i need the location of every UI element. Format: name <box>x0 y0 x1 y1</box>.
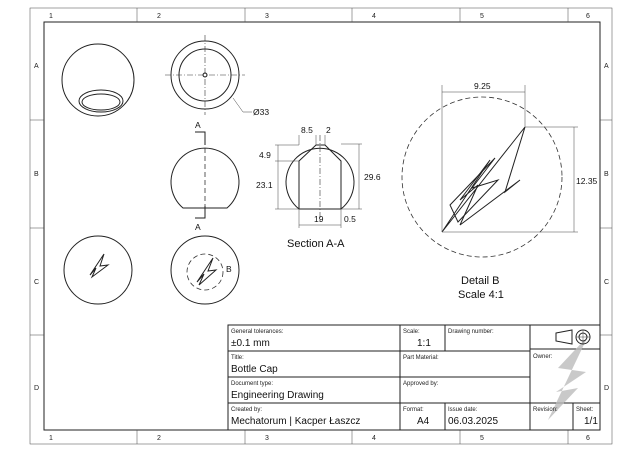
svg-text:Scale:: Scale: <box>403 329 420 335</box>
top-view: Ø33 <box>165 35 269 117</box>
svg-text:A: A <box>34 63 39 70</box>
svg-text:General tolerances:: General tolerances: <box>231 329 284 335</box>
svg-text:B: B <box>226 264 232 274</box>
svg-text:1: 1 <box>49 435 53 442</box>
tolerances-value: ±0.1 mm <box>231 338 270 349</box>
svg-text:4: 4 <box>372 13 376 20</box>
svg-text:Document type:: Document type: <box>231 381 273 387</box>
svg-text:4: 4 <box>372 435 376 442</box>
svg-text:3: 3 <box>265 13 269 20</box>
svg-text:A: A <box>195 120 201 130</box>
format-value: A4 <box>417 416 430 427</box>
svg-text:A: A <box>195 222 201 232</box>
svg-text:Owner:: Owner: <box>533 354 553 360</box>
svg-text:6: 6 <box>586 435 590 442</box>
svg-text:C: C <box>34 279 39 286</box>
svg-text:12.35: 12.35 <box>576 176 598 186</box>
svg-text:Detail B: Detail B <box>461 275 500 287</box>
scale-value: 1:1 <box>417 338 431 349</box>
svg-text:B: B <box>604 171 609 178</box>
sheet-value: 1/1 <box>584 416 598 427</box>
diameter-dimension: Ø33 <box>253 107 269 117</box>
bottom-view <box>63 235 133 305</box>
title-value: Bottle Cap <box>231 364 278 375</box>
svg-text:Part Material:: Part Material: <box>403 355 439 361</box>
svg-text:2: 2 <box>157 435 161 442</box>
svg-text:Issue date:: Issue date: <box>448 407 478 413</box>
title-block: General tolerances: ±0.1 mm Scale: 1:1 D… <box>227 324 601 431</box>
svg-text:D: D <box>34 385 39 392</box>
svg-text:D: D <box>604 385 609 392</box>
column-labels: 1 2 3 4 5 6 1 2 3 4 5 6 <box>49 13 590 442</box>
detail-view: 9.25 12.35 Detail B Scale 4:1 <box>401 81 598 301</box>
svg-text:B: B <box>34 171 39 178</box>
projection-symbol-icon <box>555 329 591 345</box>
svg-text:6: 6 <box>586 13 590 20</box>
svg-text:Title:: Title: <box>231 355 244 361</box>
svg-text:Format:: Format: <box>403 407 424 413</box>
inner-frame <box>43 21 601 431</box>
isometric-view <box>61 43 135 117</box>
svg-text:19: 19 <box>314 214 324 224</box>
svg-text:Drawing number:: Drawing number: <box>448 329 494 335</box>
svg-text:Revision:: Revision: <box>533 407 558 413</box>
svg-text:0.5: 0.5 <box>344 214 356 224</box>
svg-text:5: 5 <box>480 435 484 442</box>
svg-text:9.25: 9.25 <box>474 81 491 91</box>
svg-text:5: 5 <box>480 13 484 20</box>
side-view: A A <box>170 120 240 232</box>
svg-text:29.6: 29.6 <box>364 172 381 182</box>
section-title: Section A-A <box>287 238 345 250</box>
created-by-value: Mechatorum | Kacper Łaszcz <box>231 416 360 427</box>
svg-text:A: A <box>604 63 609 70</box>
svg-text:23.1: 23.1 <box>256 180 273 190</box>
svg-text:1: 1 <box>49 13 53 20</box>
svg-text:2: 2 <box>157 13 161 20</box>
svg-text:2: 2 <box>326 125 331 135</box>
issue-date-value: 06.03.2025 <box>448 416 498 427</box>
svg-text:4.9: 4.9 <box>259 150 271 160</box>
row-labels: A B C D A B C D <box>34 63 609 392</box>
doc-type-value: Engineering Drawing <box>231 390 324 401</box>
section-view: 8.5 2 4.9 23.1 29.6 19 0.5 Section A-A <box>256 125 381 250</box>
outer-frame <box>29 7 613 445</box>
svg-text:Approved by:: Approved by: <box>403 381 439 387</box>
svg-text:8.5: 8.5 <box>301 125 313 135</box>
svg-text:C: C <box>604 279 609 286</box>
bottom-view-detail-ref: B <box>170 235 240 305</box>
svg-text:Sheet:: Sheet: <box>576 407 594 413</box>
svg-text:Created by:: Created by: <box>231 407 262 413</box>
owner-logo <box>548 336 588 420</box>
svg-text:3: 3 <box>265 435 269 442</box>
svg-text:Scale 4:1: Scale 4:1 <box>458 289 504 301</box>
